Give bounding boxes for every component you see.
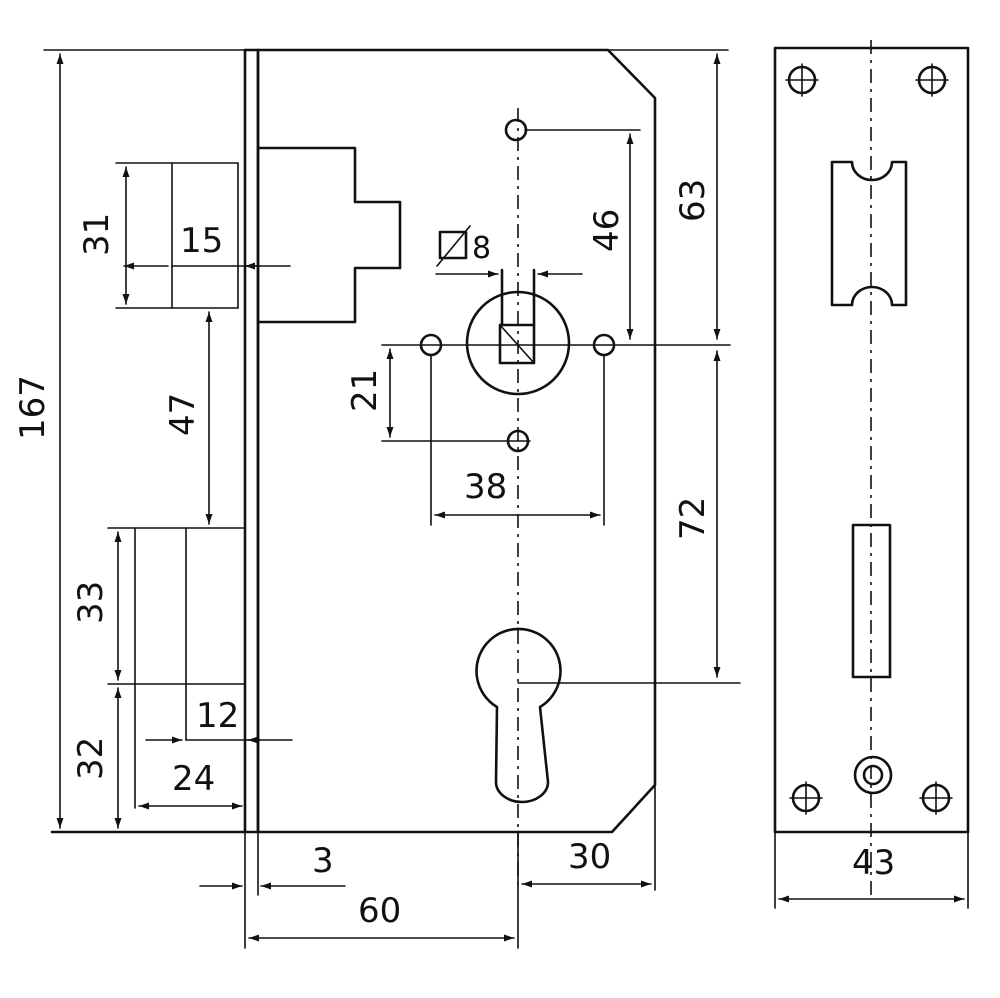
- faceplate-screw-holes: [785, 63, 953, 815]
- dim-21: 21: [345, 369, 385, 412]
- dim-12: 12: [196, 696, 239, 736]
- dim-47: 47: [163, 393, 203, 436]
- square-symbol-icon: [436, 225, 471, 267]
- center-lines: [381, 108, 741, 890]
- dim-46: 46: [587, 209, 627, 252]
- dim-72: 72: [673, 497, 713, 540]
- dim-33: 33: [71, 581, 111, 624]
- dim-24: 24: [172, 759, 215, 799]
- dim-43: 43: [852, 843, 895, 883]
- dim-167: 167: [13, 375, 53, 440]
- cylinder-cutout: [475, 627, 562, 804]
- dim-3: 3: [312, 841, 334, 881]
- dim-32: 32: [71, 737, 111, 780]
- dim-15: 15: [180, 221, 223, 261]
- faceplate-front: [773, 40, 970, 909]
- dim-38: 38: [464, 467, 507, 507]
- latch-projection: [115, 162, 239, 309]
- dim-31: 31: [77, 213, 117, 256]
- dimension-lines: [43, 49, 729, 949]
- dim-63: 63: [673, 179, 713, 222]
- dim-60: 60: [358, 891, 401, 931]
- lock-body: [50, 48, 657, 834]
- dim-30: 30: [568, 837, 611, 877]
- dead-bolt-projection: [107, 527, 246, 809]
- dim-8: 8: [472, 231, 491, 266]
- latch-bolt: [256, 146, 402, 324]
